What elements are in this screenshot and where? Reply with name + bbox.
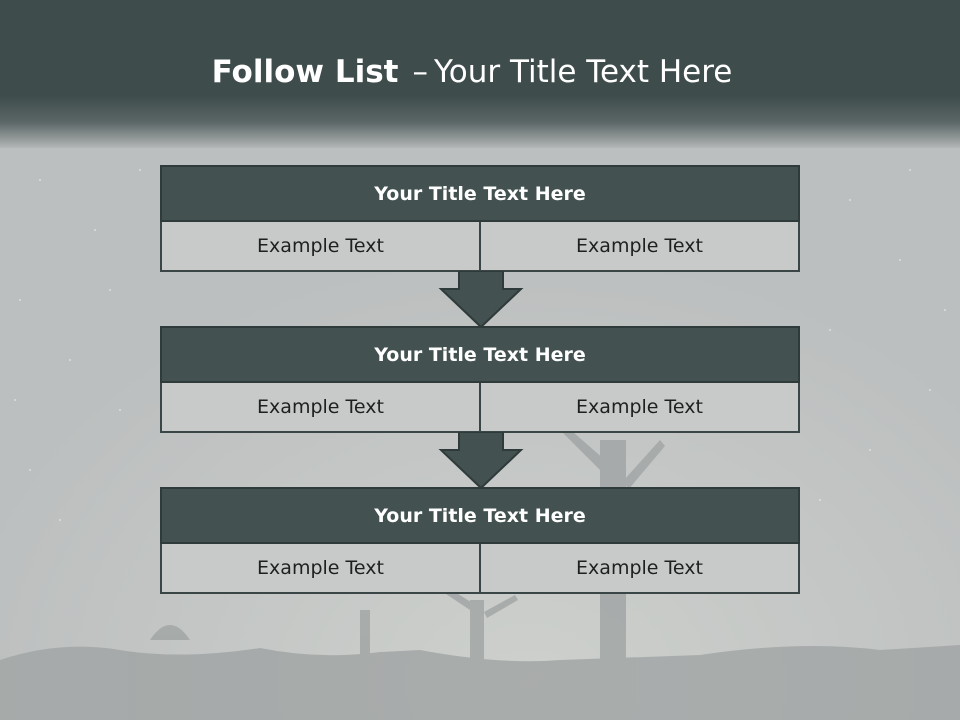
slide-title-rest: Your Title Text Here — [433, 54, 733, 90]
block-title: Your Title Text Here — [160, 487, 800, 544]
down-arrow-icon — [438, 432, 524, 490]
list-block-2: Your Title Text Here Example Text Exampl… — [160, 326, 800, 433]
list-block-3: Your Title Text Here Example Text Exampl… — [160, 487, 800, 594]
block-cell-right: Example Text — [479, 544, 798, 592]
block-row: Example Text Example Text — [160, 544, 800, 594]
slide-title: Follow List–Your Title Text Here — [0, 54, 944, 90]
down-arrow-icon — [438, 271, 524, 329]
block-row: Example Text Example Text — [160, 222, 800, 272]
title-dash: – — [412, 54, 428, 90]
block-cell-right: Example Text — [479, 383, 798, 431]
block-cell-left: Example Text — [162, 383, 479, 431]
slide-title-bold: Follow List — [211, 54, 399, 90]
block-cell-left: Example Text — [162, 222, 479, 270]
block-title: Your Title Text Here — [160, 326, 800, 383]
header-band — [0, 0, 960, 148]
block-cell-left: Example Text — [162, 544, 479, 592]
block-row: Example Text Example Text — [160, 383, 800, 433]
list-block-1: Your Title Text Here Example Text Exampl… — [160, 165, 800, 272]
block-title: Your Title Text Here — [160, 165, 800, 222]
block-cell-right: Example Text — [479, 222, 798, 270]
